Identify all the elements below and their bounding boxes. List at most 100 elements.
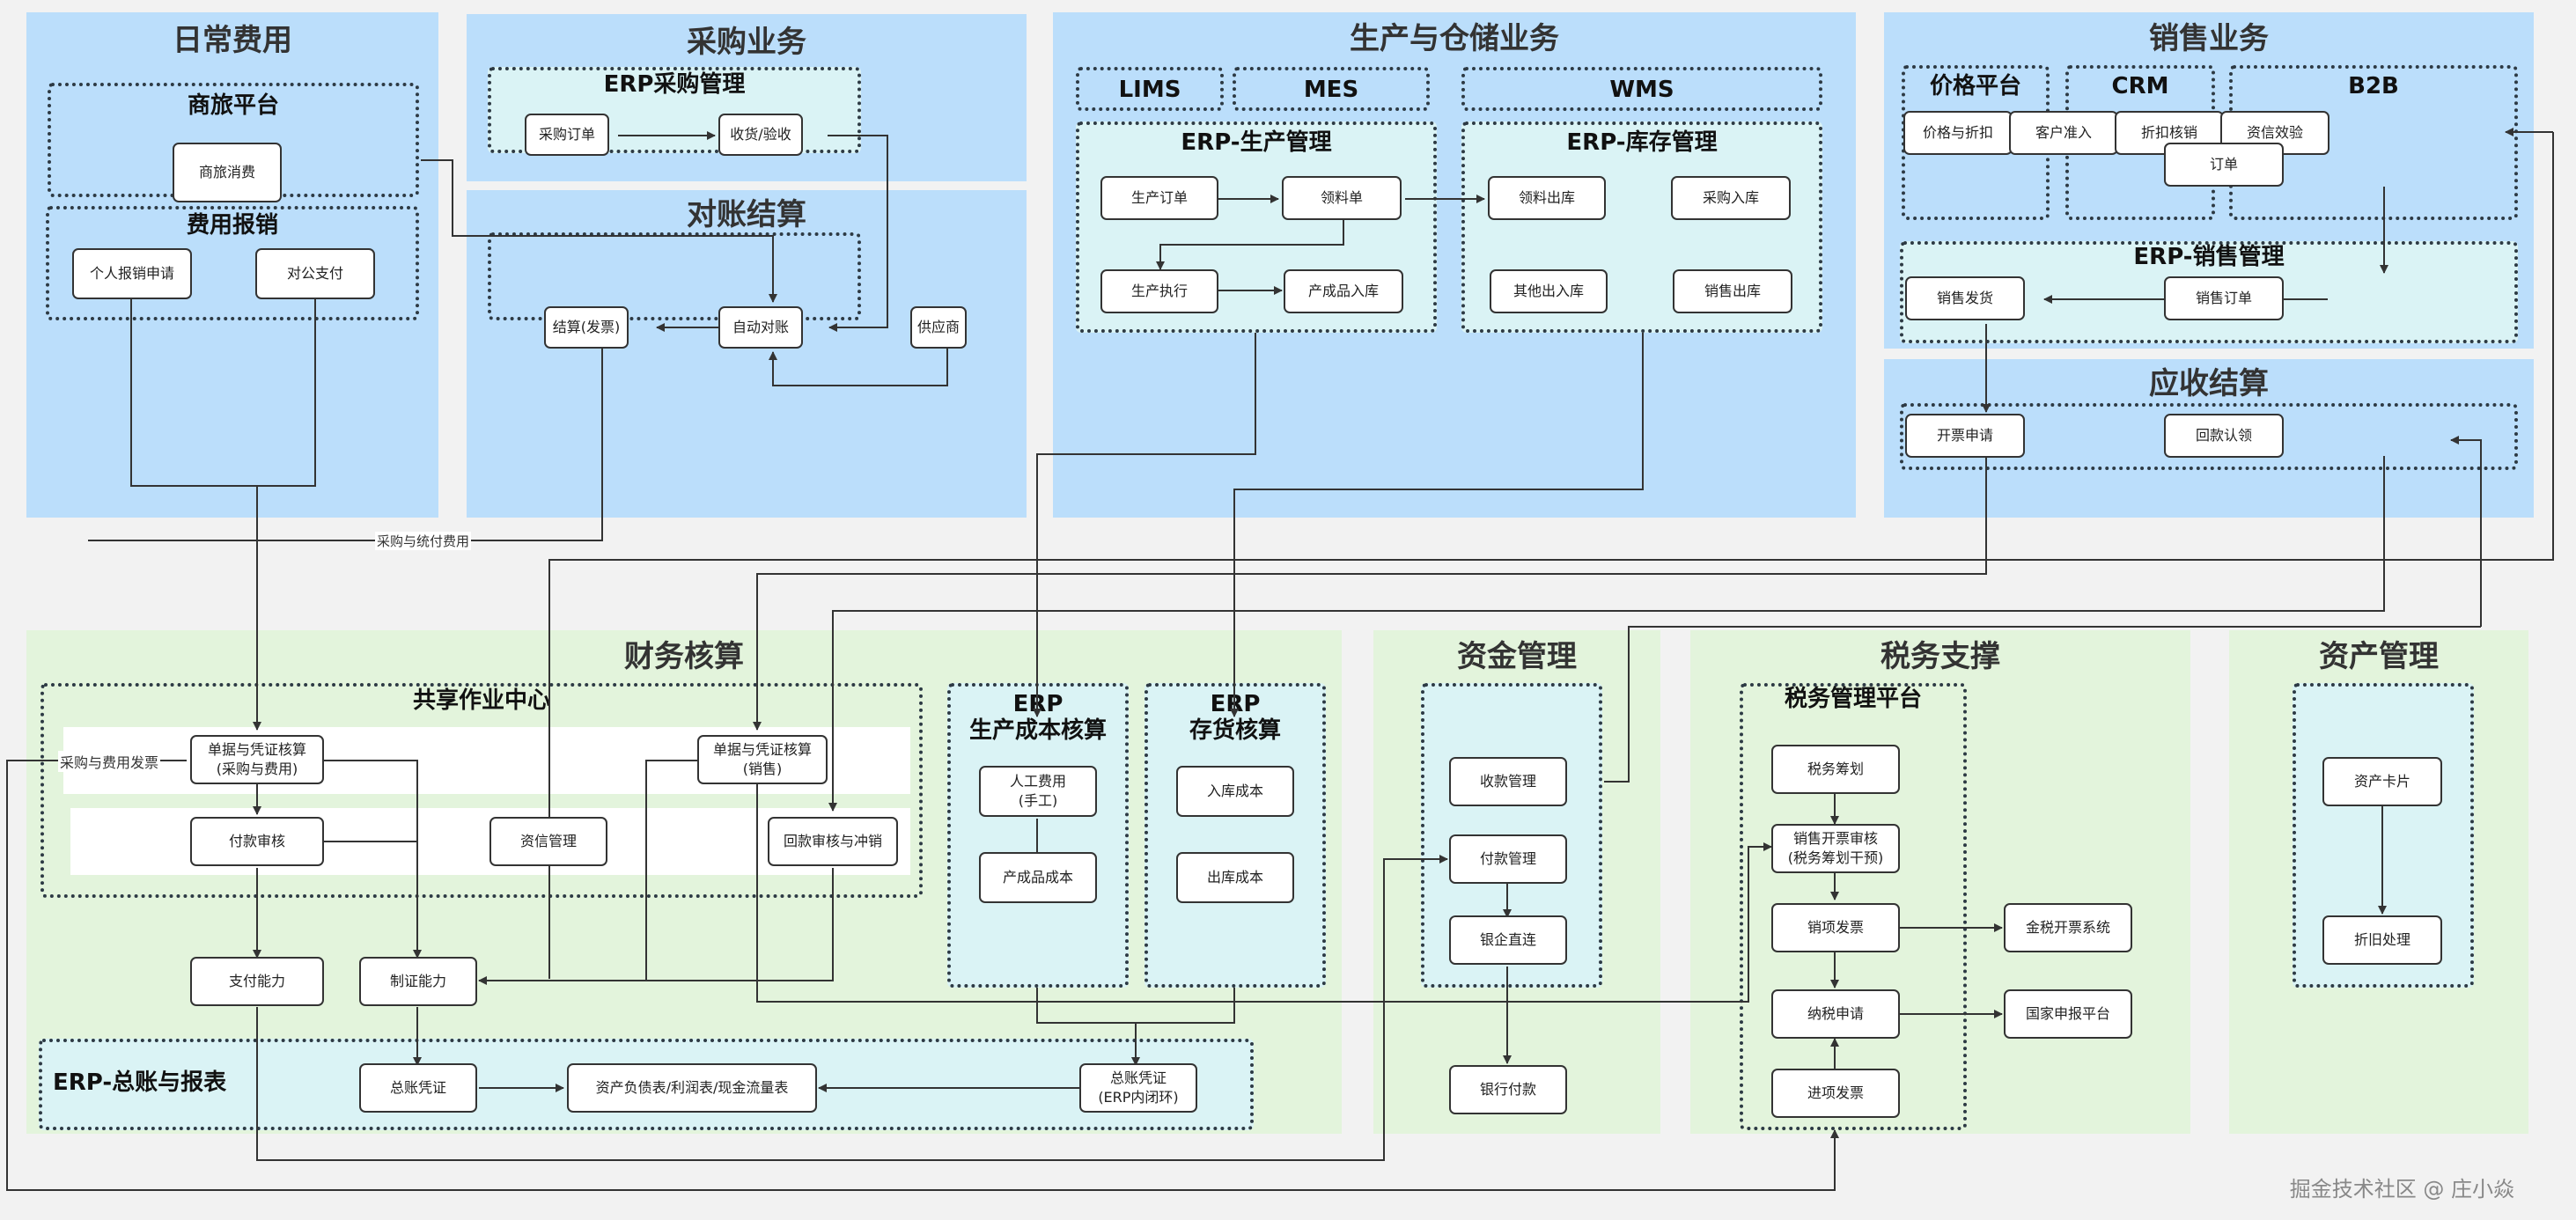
group-title: 价格平台 (1929, 73, 2021, 99)
node-collection-review[interactable]: 回款审核与冲销 (768, 817, 898, 866)
group-receivable (1900, 403, 2518, 470)
group-title: WMS (1609, 77, 1674, 103)
wire (130, 298, 316, 487)
node-supplier[interactable]: 供应商 (910, 306, 967, 349)
wire (1604, 626, 2481, 783)
node-voucher-capability[interactable]: 制证能力 (359, 957, 477, 1006)
node-golden-tax[interactable]: 金税开票系统 (2004, 903, 2132, 952)
group-wms: WMS (1461, 67, 1822, 111)
group-erp-stock-accounting: ERP 存货核算 (1144, 683, 1326, 988)
node-receive-inspect[interactable]: 收货/验收 (718, 114, 803, 156)
zone-title: 财务核算 (624, 639, 744, 674)
node-travel-spend[interactable]: 商旅消费 (173, 143, 282, 202)
node-output-invoice[interactable]: 销项发票 (1771, 903, 1900, 952)
node-voucher-purchase[interactable]: 单据与凭证核算 (采购与费用) (190, 735, 324, 784)
node-material-requisition[interactable]: 领料单 (1282, 176, 1402, 220)
node-financial-statements[interactable]: 资产负债表/利润表/现金流量表 (567, 1063, 817, 1113)
edge-label-purchase-expense: 采购与统付费用 (375, 532, 472, 550)
node-outbound-cost[interactable]: 出库成本 (1176, 852, 1294, 903)
node-material-out[interactable]: 领料出库 (1488, 176, 1606, 220)
wire (756, 783, 1772, 1003)
wire (1033, 333, 1256, 717)
node-asset-card[interactable]: 资产卡片 (2322, 757, 2442, 806)
wire (548, 132, 2554, 979)
node-payment-review[interactable]: 付款审核 (190, 817, 324, 866)
node-national-filing[interactable]: 国家申报平台 (2004, 989, 2132, 1039)
node-voucher-sales[interactable]: 单据与凭证核算 (销售) (697, 735, 828, 784)
node-gl-voucher[interactable]: 总账凭证 (359, 1063, 477, 1113)
zone-title: 资金管理 (1457, 639, 1577, 674)
zone-title: 税务支撑 (1880, 639, 2000, 674)
wire (478, 760, 697, 985)
group-title: 税务管理平台 (1784, 686, 1922, 712)
node-finished-cost[interactable]: 产成品成本 (979, 852, 1097, 903)
node-sales-delivery[interactable]: 销售发货 (1905, 276, 2025, 320)
wire (828, 456, 2385, 812)
node-sales-out[interactable]: 销售出库 (1673, 269, 1792, 313)
node-tax-planning[interactable]: 税务筹划 (1771, 745, 1900, 794)
node-corporate-pay[interactable]: 对公支付 (255, 248, 375, 299)
node-price-discount[interactable]: 价格与折扣 (1903, 111, 2013, 155)
node-tax-filing[interactable]: 纳税申请 (1771, 989, 1900, 1039)
wire (1230, 333, 1644, 717)
node-invoice-request[interactable]: 开票申请 (1905, 414, 2025, 458)
node-personal-reimburse[interactable]: 个人报销申请 (72, 248, 192, 299)
node-finished-goods-in[interactable]: 产成品入库 (1284, 269, 1403, 313)
node-payment-mgmt[interactable]: 付款管理 (1449, 834, 1567, 884)
wire (753, 456, 1987, 731)
node-gl-voucher-erp[interactable]: 总账凭证 (ERP内闭环) (1079, 1063, 1197, 1113)
node-other-inout[interactable]: 其他出入库 (1490, 269, 1608, 313)
wire (2450, 436, 2482, 627)
wire (1036, 988, 1235, 1024)
node-inbound-cost[interactable]: 入库成本 (1176, 766, 1294, 817)
node-production-order[interactable]: 生产订单 (1100, 176, 1218, 220)
group-title: 共享作业中心 (412, 687, 550, 714)
node-sales-order[interactable]: 销售订单 (2164, 276, 2284, 320)
node-purchase-order[interactable]: 采购订单 (525, 114, 609, 156)
group-expense-reimbursement: 费用报销 (46, 206, 419, 320)
node-credit-management[interactable]: 资信管理 (489, 817, 607, 866)
group-title: 商旅平台 (187, 92, 279, 119)
node-bank-payment[interactable]: 银行付款 (1449, 1065, 1567, 1114)
zone-title: 应收结算 (2149, 366, 2269, 401)
node-customer-access[interactable]: 客户准入 (2009, 111, 2118, 155)
group-title: ERP-生产管理 (1181, 129, 1332, 156)
zone-title: 日常费用 (173, 23, 292, 58)
group-title: ERP-总账与报表 (53, 1069, 227, 1096)
group-title: ERP-销售管理 (2133, 244, 2285, 270)
group-title: B2B (2348, 73, 2399, 99)
wire (646, 868, 834, 981)
zone-title: 对账结算 (687, 197, 806, 232)
group-reconciliation (488, 232, 861, 320)
group-title: MES (1303, 77, 1359, 103)
group-tax-platform: 税务管理平台 (1740, 683, 1967, 1130)
node-production-exec[interactable]: 生产执行 (1100, 269, 1218, 313)
wire (322, 760, 422, 959)
group-title: LIMS (1118, 77, 1181, 103)
group-mes: MES (1233, 67, 1430, 111)
node-collection-mgmt[interactable]: 收款管理 (1449, 757, 1567, 806)
group-lims: LIMS (1076, 67, 1224, 111)
node-labor-cost[interactable]: 人工费用 (手工) (979, 766, 1097, 817)
zone-title: 资产管理 (2319, 639, 2439, 674)
node-pay-capability[interactable]: 支付能力 (190, 957, 324, 1006)
wire (1156, 220, 1344, 270)
edge-label-purchase-expense-invoice: 采购与费用发票 (58, 751, 161, 772)
wire (421, 159, 777, 303)
node-order[interactable]: 订单 (2164, 143, 2284, 187)
node-bank-direct[interactable]: 银企直连 (1449, 915, 1567, 965)
watermark: 掘金技术社区 @ 庄小焱 (2289, 1177, 2514, 1202)
node-auto-reconcile[interactable]: 自动对账 (718, 306, 803, 349)
node-purchase-in[interactable]: 采购入库 (1671, 176, 1791, 220)
node-sales-invoice-review[interactable]: 销售开票审核 (税务筹划干预) (1771, 824, 1900, 873)
node-depreciation[interactable]: 折旧处理 (2322, 915, 2442, 965)
zone-title: 销售业务 (2149, 21, 2269, 56)
zone-tax-support: 税务支撑 (1690, 630, 2190, 1134)
wire (769, 345, 948, 386)
node-payment-claim[interactable]: 回款认领 (2164, 414, 2284, 458)
zone-title: 生产与仓储业务 (1350, 21, 1559, 56)
group-shared-service-center: 共享作业中心 (40, 683, 923, 898)
node-settle-invoice[interactable]: 结算(发票) (544, 306, 629, 349)
node-input-invoice[interactable]: 进项发票 (1771, 1069, 1900, 1118)
